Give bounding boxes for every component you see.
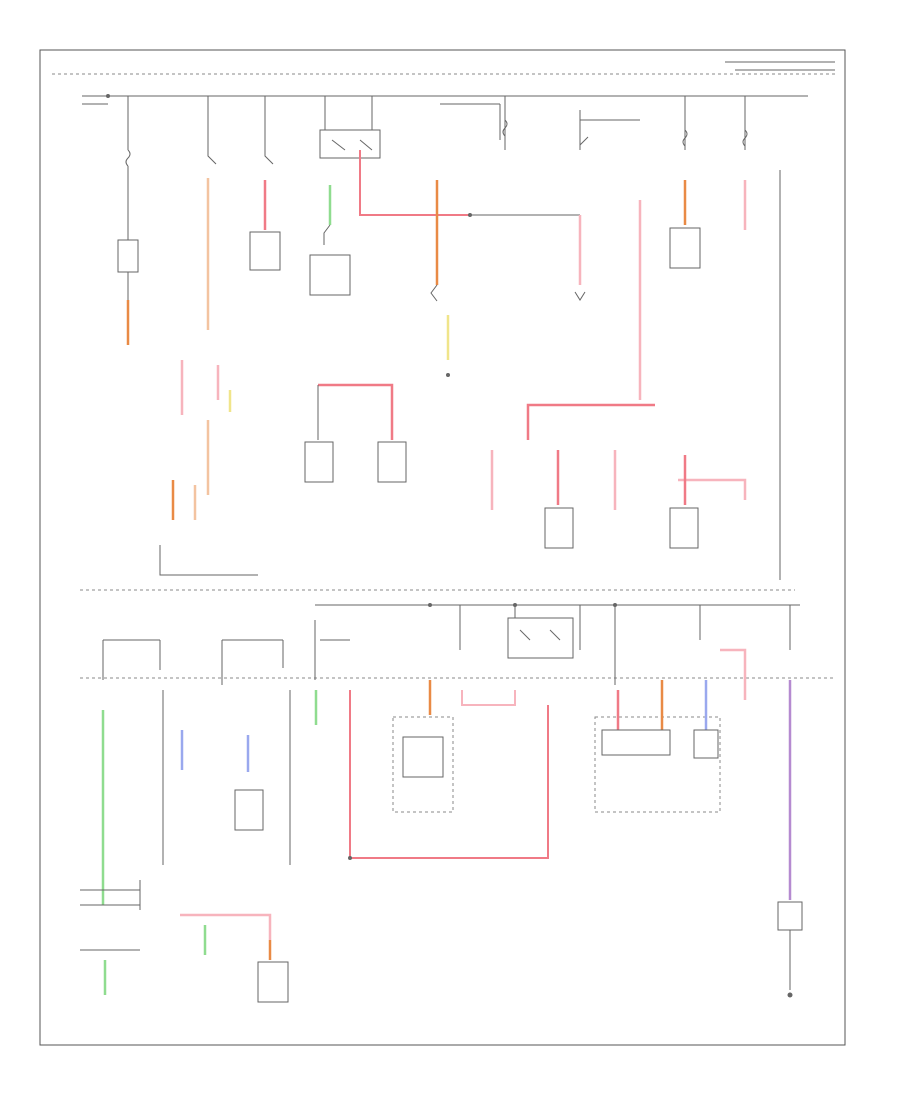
- top-bus-drops: [127, 96, 746, 150]
- battery-feed: [82, 95, 108, 105]
- switch-upper-mid: [323, 224, 331, 245]
- component-dist-5: [669, 507, 699, 549]
- component-orange-right: [669, 227, 701, 269]
- component-dist-2: [544, 507, 574, 549]
- switch-right: [574, 291, 586, 301]
- wire-pink-lower-far-right: [720, 648, 747, 700]
- relay-lower: [507, 617, 574, 659]
- wire-red-ecm: [318, 383, 394, 440]
- switch-mid: [430, 284, 438, 302]
- fuse-group-top: [125, 119, 748, 167]
- component-purple-right: [777, 901, 803, 931]
- wire-red-trunk: [359, 150, 470, 216]
- wire-left-cluster-ground: [159, 545, 258, 576]
- frame-lower-left: [162, 690, 291, 865]
- ground-purple: [787, 992, 793, 998]
- component-blue-2: [234, 789, 264, 831]
- wire-red-distribution: [526, 403, 655, 440]
- bus-spur-top-right: [440, 103, 501, 140]
- component-upper-mid: [309, 254, 351, 296]
- wire-pink-bottom: [180, 913, 272, 940]
- lower-right-dashed-box: [594, 716, 721, 813]
- lower-left-wires: [102, 639, 284, 685]
- ground-mid: [446, 373, 450, 377]
- relay-top: [319, 129, 381, 159]
- wire-red-left: [249, 180, 281, 271]
- component-ecm-2: [377, 441, 407, 483]
- component-blue-lower-right: [693, 729, 719, 759]
- wire-pink-module: [461, 690, 516, 706]
- header-block: [725, 61, 835, 71]
- wire-red-lower-bottom: [350, 705, 549, 859]
- middle-bus: [315, 603, 800, 607]
- bottom-left-wires: [80, 880, 141, 951]
- module-dashed-box: [392, 716, 454, 813]
- diagram-frame: [39, 49, 846, 1046]
- component-bottom-left: [257, 961, 289, 1003]
- top-bus: [106, 94, 808, 98]
- junction-dot-red: [468, 213, 472, 217]
- wire-fuse1: [117, 166, 139, 345]
- component-ecm-1: [304, 441, 334, 483]
- junction-dot-lower-red: [348, 856, 352, 860]
- component-lower-right-relay: [601, 729, 671, 756]
- wire-pink-dist-4: [678, 478, 747, 500]
- module-inner-box: [402, 736, 444, 778]
- switch-top-right: [579, 119, 640, 146]
